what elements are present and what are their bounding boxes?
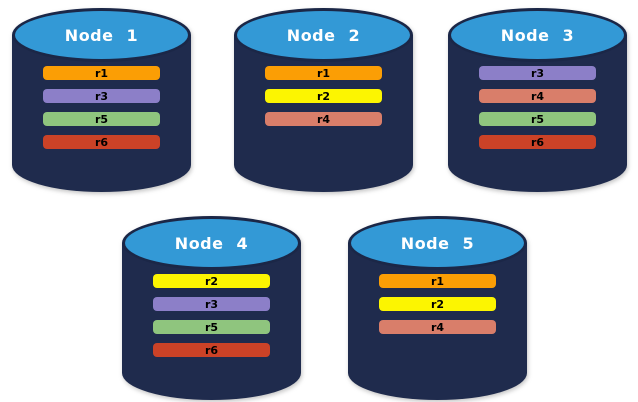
replica-bar-r5: r5: [153, 320, 270, 334]
replica-bar-r1: r1: [265, 66, 382, 80]
replica-label: r5: [204, 320, 219, 334]
node-label: Node 2: [286, 25, 361, 45]
replica-label: r2: [316, 89, 331, 103]
replica-label: r1: [94, 66, 109, 80]
replica-label: r5: [530, 112, 545, 126]
replica-bar-r5: r5: [43, 112, 160, 126]
replica-bar-r6: r6: [479, 135, 596, 149]
database-node-5: Node 5 r1 r2 r4: [348, 216, 527, 400]
replica-label: r2: [430, 297, 445, 311]
database-node-4: Node 4 r2 r3 r5 r6: [122, 216, 301, 400]
replica-bar-r2: r2: [379, 297, 496, 311]
node-label: Node 4: [174, 233, 249, 253]
cylinder-top: Node 5: [348, 216, 527, 270]
database-node-1: Node 1 r1 r3 r5 r6: [12, 8, 191, 192]
replica-bar-r4: r4: [379, 320, 496, 334]
node-label: Node 5: [400, 233, 475, 253]
replica-bar-r3: r3: [153, 297, 270, 311]
cylinder-top: Node 3: [448, 8, 627, 62]
replica-bar-r1: r1: [379, 274, 496, 288]
node-label: Node 3: [500, 25, 575, 45]
node-label: Node 1: [64, 25, 139, 45]
replica-list: r1 r2 r4: [265, 66, 382, 126]
replica-bar-r4: r4: [479, 89, 596, 103]
replica-label: r5: [94, 112, 109, 126]
replica-list: r3 r4 r5 r6: [479, 66, 596, 149]
replica-bar-r2: r2: [153, 274, 270, 288]
replica-list: r2 r3 r5 r6: [153, 274, 270, 357]
replica-label: r1: [430, 274, 445, 288]
replica-bar-r5: r5: [479, 112, 596, 126]
replica-label: r6: [204, 343, 219, 357]
replica-bar-r6: r6: [43, 135, 160, 149]
replica-bar-r4: r4: [265, 112, 382, 126]
replica-label: r6: [530, 135, 545, 149]
cylinder-top: Node 1: [12, 8, 191, 62]
replica-list: r1 r2 r4: [379, 274, 496, 334]
replica-label: r4: [316, 112, 331, 126]
replica-label: r1: [316, 66, 331, 80]
replica-bar-r2: r2: [265, 89, 382, 103]
replica-label: r3: [530, 66, 545, 80]
database-node-2: Node 2 r1 r2 r4: [234, 8, 413, 192]
replica-bar-r6: r6: [153, 343, 270, 357]
replica-label: r6: [94, 135, 109, 149]
cylinder-top: Node 2: [234, 8, 413, 62]
replica-bar-r1: r1: [43, 66, 160, 80]
replica-label: r4: [530, 89, 545, 103]
cylinder-top: Node 4: [122, 216, 301, 270]
replica-label: r3: [94, 89, 109, 103]
replica-label: r3: [204, 297, 219, 311]
replica-label: r4: [430, 320, 445, 334]
replica-label: r2: [204, 274, 219, 288]
replica-list: r1 r3 r5 r6: [43, 66, 160, 149]
database-node-3: Node 3 r3 r4 r5 r6: [448, 8, 627, 192]
replica-bar-r3: r3: [43, 89, 160, 103]
replica-bar-r3: r3: [479, 66, 596, 80]
